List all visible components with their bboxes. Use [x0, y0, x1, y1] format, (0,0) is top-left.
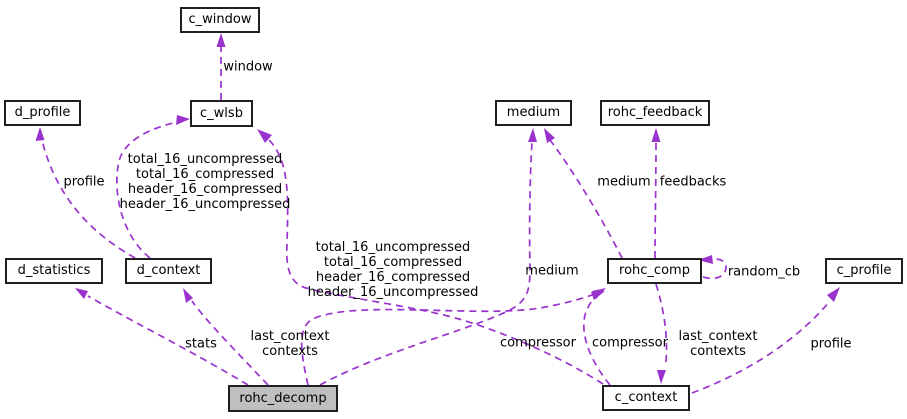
- edge-wlsb-right: [257, 129, 604, 385]
- edge-random-cb: [698, 255, 727, 280]
- node-rohc-comp[interactable]: rohc_comp: [607, 258, 702, 284]
- edge-medium-top: [544, 128, 623, 259]
- node-c-context[interactable]: c_context: [602, 385, 690, 411]
- edge-compressor-2: [583, 291, 611, 386]
- edge-window: [216, 33, 226, 100]
- edge-wlsb-left: [116, 115, 190, 259]
- edge-label-contexts-left: last_context contexts: [250, 329, 330, 359]
- node-d-statistics[interactable]: d_statistics: [5, 258, 103, 284]
- edge-label-profile-left: profile: [63, 174, 105, 190]
- edge-label-stats: stats: [185, 336, 217, 352]
- edge-label-medium-lower: medium: [525, 263, 579, 279]
- node-c-profile[interactable]: c_profile: [825, 258, 903, 284]
- edge-profile-right: [691, 287, 840, 394]
- node-medium[interactable]: medium: [495, 100, 572, 126]
- node-d-profile[interactable]: d_profile: [4, 100, 81, 126]
- edge-contexts-right: [655, 283, 668, 384]
- edge-label-wlsb-right: total_16_uncompressed total_16_compresse…: [307, 240, 479, 300]
- edge-medium-lower: [319, 128, 537, 386]
- edge-feedbacks: [651, 128, 661, 259]
- edge-label-medium-top: medium: [597, 174, 651, 190]
- edge-label-compressor-1: compressor: [500, 335, 576, 351]
- node-c-wlsb[interactable]: c_wlsb: [190, 100, 253, 127]
- edge-contexts-left: [183, 288, 269, 386]
- node-c-window[interactable]: c_window: [180, 7, 260, 33]
- node-rohc-feedback[interactable]: rohc_feedback: [600, 100, 710, 126]
- edge-label-feedbacks: feedbacks: [659, 174, 727, 190]
- edge-label-contexts-right: last_context contexts: [678, 329, 758, 359]
- edge-stats: [75, 288, 249, 386]
- edge-label-compressor-2: compressor: [592, 335, 668, 351]
- node-rohc-decomp: rohc_decomp: [228, 385, 338, 412]
- edge-label-profile-right: profile: [810, 336, 852, 352]
- edge-label-wlsb-left: total_16_uncompressed total_16_compresse…: [119, 152, 291, 212]
- node-d-context[interactable]: d_context: [125, 258, 212, 284]
- edge-label-window: window: [223, 59, 273, 75]
- edge-profile-left: [35, 127, 136, 259]
- edge-label-random-cb: random_cb: [727, 264, 801, 280]
